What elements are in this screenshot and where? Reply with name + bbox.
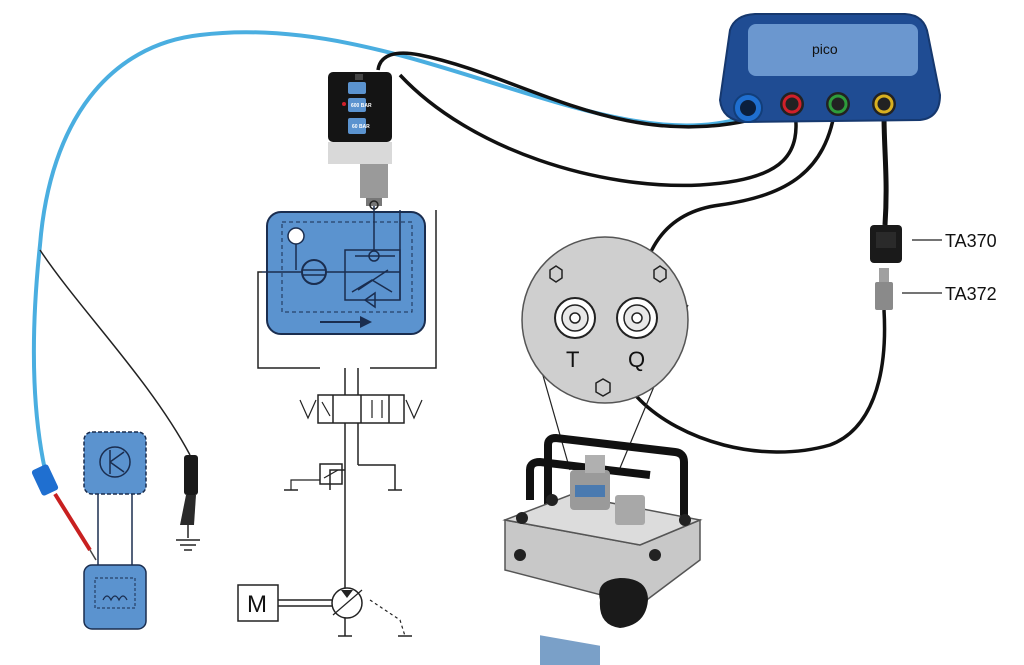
ground-lead bbox=[39, 249, 191, 456]
ta370-adapter bbox=[870, 225, 902, 263]
flow-direction-arrow-icon bbox=[360, 316, 372, 328]
sensor-schematic-top bbox=[83, 431, 147, 495]
oscilloscope-device: pico bbox=[718, 13, 942, 124]
brand-logo: pico bbox=[812, 41, 838, 57]
port-q-connector bbox=[616, 297, 658, 339]
port-q-label: Q bbox=[628, 347, 645, 372]
port-t-label: T bbox=[566, 347, 579, 372]
port-t-connector bbox=[554, 297, 596, 339]
cable-d-to-ta370 bbox=[881, 114, 889, 226]
motor-label: M bbox=[247, 591, 267, 618]
ta370-label: TA370 bbox=[945, 231, 997, 251]
motor-pump: M bbox=[237, 584, 412, 637]
port-face-detail: T Q bbox=[521, 236, 689, 471]
relief-valve bbox=[284, 463, 345, 491]
probe-tip bbox=[31, 464, 97, 561]
channel-d-connector bbox=[872, 92, 896, 116]
power-button-icon bbox=[348, 82, 366, 94]
hydraulic-test-block bbox=[502, 433, 703, 665]
ta372-adapter bbox=[875, 268, 893, 310]
sensor-schematic-bottom bbox=[83, 564, 147, 630]
channel-a-connector bbox=[733, 93, 763, 123]
directional-control-valve bbox=[299, 394, 423, 424]
probe-cable-a bbox=[31, 30, 744, 472]
button-600-bar: 600 BAR bbox=[351, 103, 372, 109]
gauge-icon bbox=[287, 227, 305, 245]
cable-b-loop bbox=[398, 73, 798, 188]
pressure-transducer: 600 BAR 60 BAR bbox=[328, 72, 392, 210]
channel-c-connector bbox=[826, 92, 850, 116]
flow-meter-schematic bbox=[262, 206, 426, 335]
check-valve-icon bbox=[363, 291, 376, 309]
channel-b-connector bbox=[780, 92, 804, 116]
button-60-bar: 60 BAR bbox=[352, 124, 370, 130]
ground-clip bbox=[176, 455, 200, 551]
ta372-label: TA372 bbox=[945, 284, 997, 304]
